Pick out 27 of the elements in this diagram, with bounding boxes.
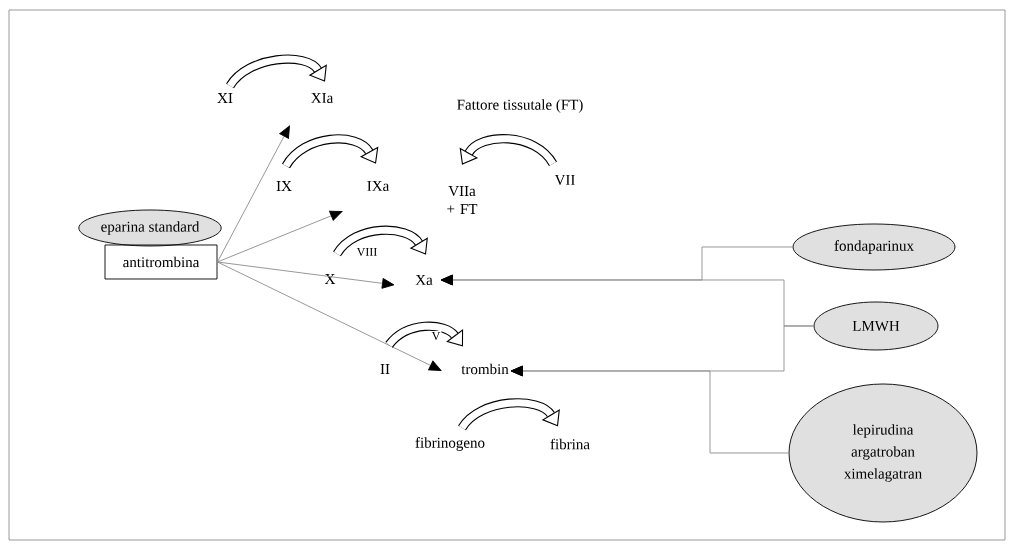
curved-block-arrow [226, 54, 327, 89]
curved-block-arrow [333, 225, 428, 257]
arrow [217, 261, 442, 371]
factor-label: XI [217, 93, 233, 103]
edge-label: VIII [355, 247, 379, 257]
curved-block-arrow [458, 398, 560, 431]
factor-label: XIa [311, 93, 334, 103]
factor-label: Xa [415, 275, 433, 285]
factor-label: II [380, 364, 390, 374]
factor-label: VII [554, 174, 575, 185]
factor-label: IXa [367, 181, 390, 191]
factor-label: trombin [461, 363, 509, 375]
factor-label: X [324, 274, 336, 284]
edge-label: V [430, 330, 442, 341]
curved-block-arrow [282, 134, 379, 169]
factor-label: fibrinogeno [415, 437, 485, 451]
curved-block-arrow [385, 321, 464, 348]
arrow [510, 365, 789, 454]
factor-label: fibrina [550, 438, 590, 450]
arrow [217, 261, 395, 289]
arrow [217, 210, 343, 263]
text-label: Fattore tissutale (FT) [457, 99, 583, 113]
curved-block-arrow [459, 134, 557, 167]
label-box: antitrombina [104, 244, 218, 280]
arrow [217, 125, 290, 263]
factor-label: VIIa + FT [447, 186, 478, 214]
factor-label: IX [276, 181, 292, 191]
